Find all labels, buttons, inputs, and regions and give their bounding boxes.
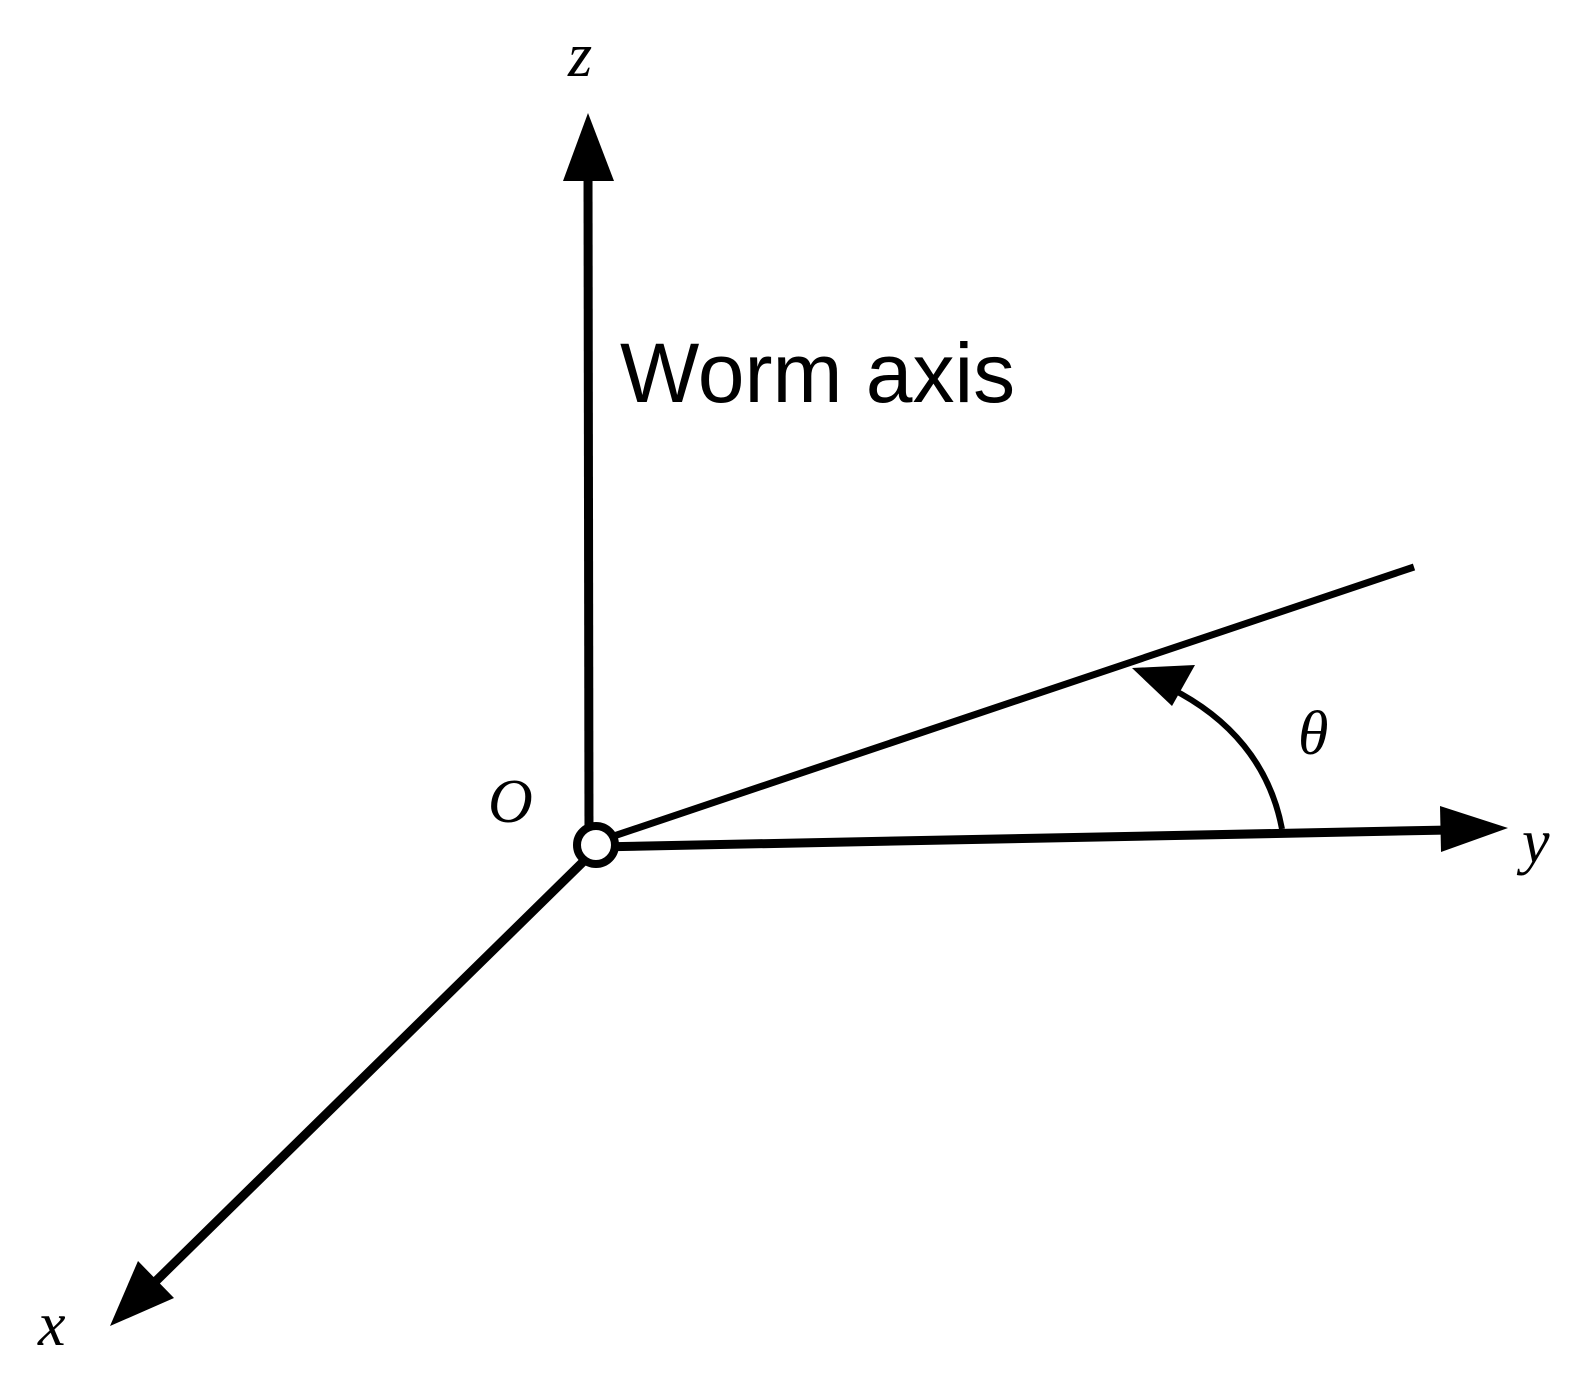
z-axis-arrowhead	[563, 113, 614, 181]
origin-label: O	[488, 768, 533, 836]
angle-arc	[1132, 665, 1285, 830]
worm-axis-label: Worm axis	[620, 326, 1015, 420]
angle-arc-path	[1168, 685, 1285, 830]
z-axis-line	[583, 169, 594, 846]
rotated-line	[594, 563, 1416, 846]
x-axis-label: x	[37, 1291, 66, 1359]
x-axis-arrowhead	[110, 1261, 174, 1326]
z-axis	[563, 113, 614, 846]
z-axis-label: z	[567, 22, 592, 90]
x-axis-line	[151, 853, 592, 1286]
x-axis	[110, 853, 592, 1326]
y-axis	[595, 806, 1508, 852]
y-axis-arrowhead	[1440, 806, 1508, 852]
y-axis-label: y	[1516, 808, 1550, 876]
y-axis-line	[595, 825, 1451, 852]
angle-arc-arrowhead	[1132, 665, 1195, 706]
origin-marker	[573, 822, 619, 868]
angle-label: θ	[1298, 700, 1328, 768]
